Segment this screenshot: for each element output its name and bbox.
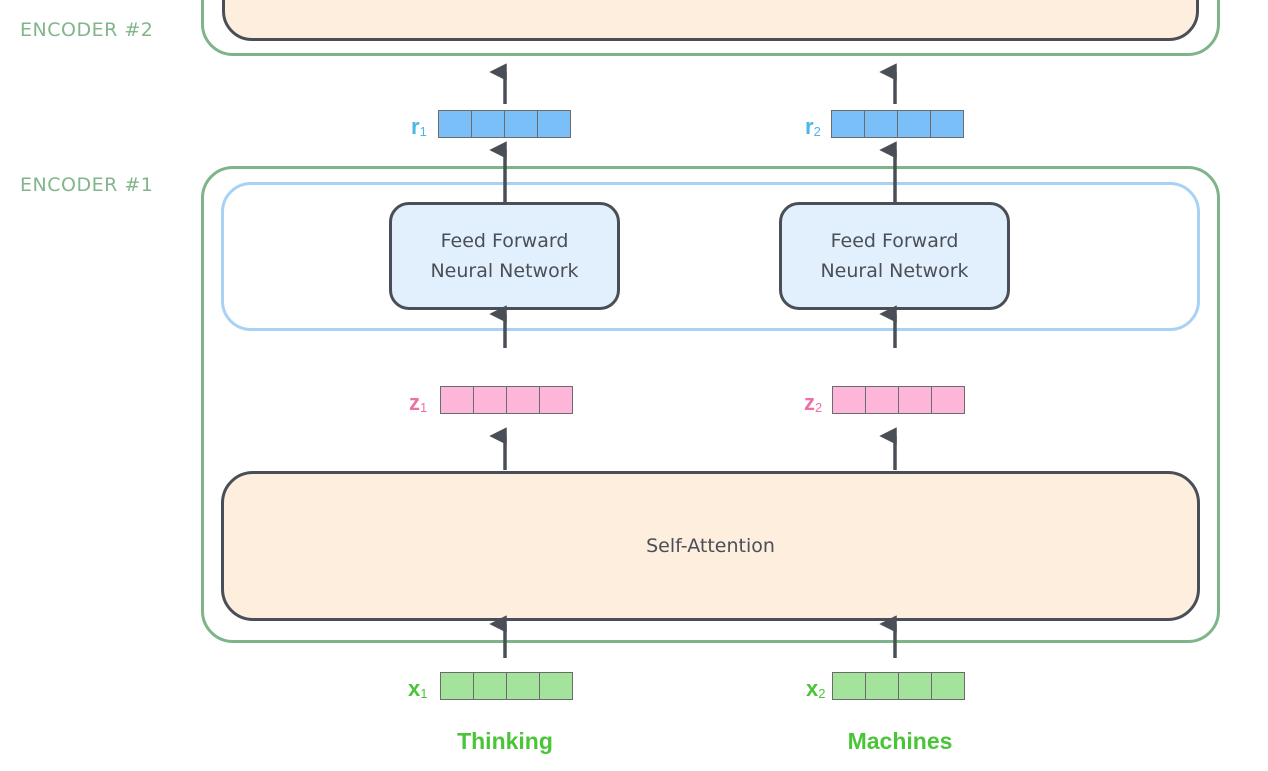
ffn-group-box xyxy=(221,182,1200,331)
r1-label: r1 xyxy=(411,114,427,139)
x1-label: x1 xyxy=(408,676,428,701)
input-word-2: Machines xyxy=(847,728,953,754)
encoder-2-self-attention-box xyxy=(222,0,1199,41)
ffn-label-line2: Neural Network xyxy=(820,260,969,282)
encoder-1-container xyxy=(201,166,1220,643)
r2-vector xyxy=(831,110,964,138)
ffn-label-line1: Feed Forward xyxy=(830,230,959,252)
x2-label: x2 xyxy=(806,676,826,701)
x1-vector xyxy=(440,672,573,700)
x2-vector xyxy=(832,672,965,700)
r1-vector xyxy=(438,110,571,138)
input-word-1: Thinking xyxy=(457,728,553,754)
z2-vector xyxy=(832,386,965,414)
r2-label: r2 xyxy=(805,114,821,139)
encoder-1-label: ENCODER #1 xyxy=(20,174,154,196)
ffn-label-line1: Feed Forward xyxy=(440,230,569,252)
z1-vector xyxy=(440,386,573,414)
z1-label: z1 xyxy=(409,390,428,415)
self-attention-box: Self-Attention xyxy=(221,471,1200,621)
ffn-label-line2: Neural Network xyxy=(430,260,579,282)
encoder-2-label: ENCODER #2 xyxy=(20,19,154,41)
z2-label: z2 xyxy=(804,390,823,415)
encoder-2-container xyxy=(201,0,1220,56)
self-attention-label: Self-Attention xyxy=(646,535,775,557)
